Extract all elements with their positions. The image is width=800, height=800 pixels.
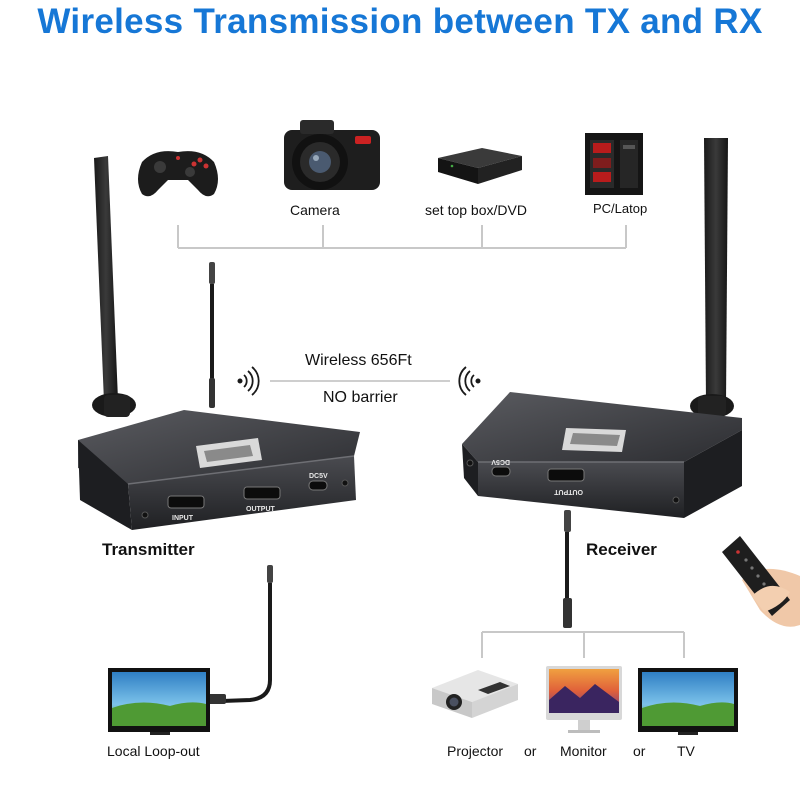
page-title: Wireless Transmission between TX and RX — [37, 2, 763, 41]
output-tv-icon — [638, 668, 738, 735]
remote-control-icon — [722, 536, 800, 627]
tv-label: TV — [677, 743, 695, 759]
loopout-label: Local Loop-out — [107, 743, 200, 759]
source-bracket-lines — [177, 225, 627, 249]
transmitter-usb-cable — [209, 262, 215, 408]
monitor-label: Monitor — [560, 743, 607, 759]
settop-box-icon — [438, 148, 522, 184]
pc-tower-icon — [585, 133, 643, 195]
camera-icon — [284, 120, 380, 190]
projector-icon — [432, 670, 518, 718]
camera-label: Camera — [290, 202, 340, 218]
monitor-icon — [546, 666, 622, 733]
wifi-right-icon — [458, 366, 481, 396]
receiver-antenna — [690, 138, 734, 418]
loopout-tv-icon — [108, 668, 210, 735]
output-bracket-lines — [481, 631, 685, 658]
loopout-hdmi-cable — [206, 565, 273, 704]
transmitter-label: Transmitter — [102, 540, 195, 559]
or-label-1: or — [524, 743, 537, 759]
projector-label: Projector — [447, 743, 504, 759]
gamepad-icon — [138, 151, 218, 197]
wireless-barrier-label: NO barrier — [323, 389, 398, 406]
or-label-2: or — [633, 743, 646, 759]
wireless-range-label: Wireless 656Ft — [305, 352, 412, 369]
receiver-device — [462, 392, 742, 518]
pc-label: PC/Latop — [593, 201, 648, 216]
transmitter-antenna — [92, 156, 136, 417]
wifi-left-icon — [237, 366, 260, 396]
receiver-hdmi-cable — [563, 510, 572, 628]
transmitter-device — [78, 410, 360, 530]
settop-box-label: set top box/DVD — [425, 202, 527, 218]
receiver-label: Receiver — [586, 540, 657, 559]
